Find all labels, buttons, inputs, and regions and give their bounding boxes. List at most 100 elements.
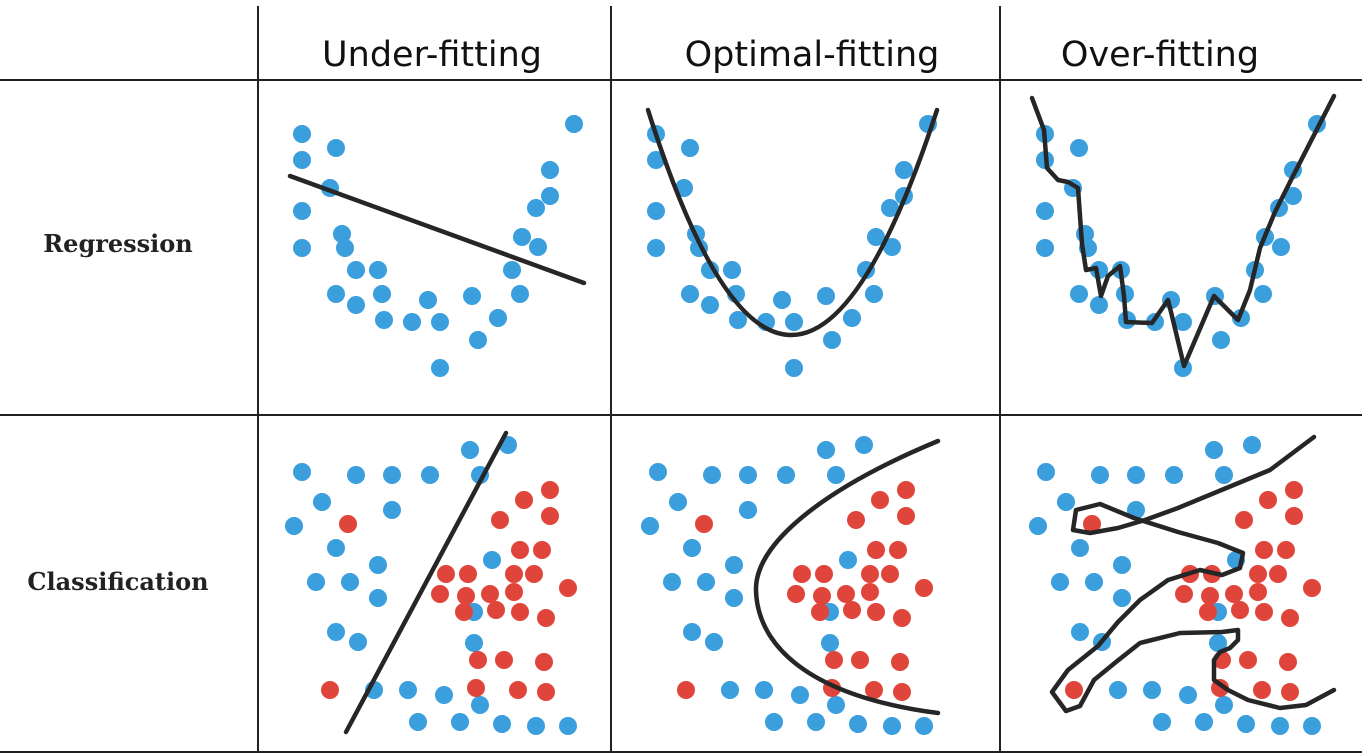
classification-optimal-red-point <box>881 565 899 583</box>
classification-over-blue-point <box>1215 466 1233 484</box>
classification-under-red-point <box>487 601 505 619</box>
classification-under-fitting-points <box>285 436 577 735</box>
regression-optimal-blue-point <box>823 331 841 349</box>
regression-over-blue-point <box>1036 239 1054 257</box>
regression-optimal-fitting-points <box>647 115 937 377</box>
classification-under-blue-point <box>349 633 367 651</box>
regression-under-blue-point <box>541 161 559 179</box>
classification-under-red-point <box>491 511 509 529</box>
classification-optimal-red-point <box>893 683 911 701</box>
classification-optimal-blue-point <box>669 493 687 511</box>
regression-under-blue-point <box>293 151 311 169</box>
regression-optimal-blue-point <box>675 179 693 197</box>
classification-over-blue-point <box>1051 573 1069 591</box>
classification-under-blue-point <box>435 686 453 704</box>
regression-optimal-blue-point <box>681 139 699 157</box>
regression-optimal-blue-point <box>867 228 885 246</box>
regression-optimal-blue-point <box>865 285 883 303</box>
classification-under-red-point <box>457 587 475 605</box>
classification-optimal-blue-point <box>725 589 743 607</box>
classification-over-blue-point <box>1209 634 1227 652</box>
classification-under-red-point <box>481 585 499 603</box>
classification-under-red-point <box>541 507 559 525</box>
column-header-optimal-fitting: Optimal-fitting <box>685 35 940 75</box>
regression-under-blue-point <box>369 261 387 279</box>
classification-optimal-blue-point <box>849 715 867 733</box>
regression-under-blue-point <box>511 285 529 303</box>
classification-optimal-blue-point <box>791 686 809 704</box>
regression-optimal-blue-point <box>883 238 901 256</box>
regression-optimal-blue-point <box>701 296 719 314</box>
classification-under-blue-point <box>483 551 501 569</box>
regression-over-blue-point <box>1174 313 1192 331</box>
regression-under-blue-point <box>503 261 521 279</box>
regression-under-fit-line <box>287 173 587 286</box>
classification-over-red-point <box>1279 653 1297 671</box>
classification-optimal-red-point <box>787 585 805 603</box>
classification-under-red-point <box>537 609 555 627</box>
classification-under-red-point <box>469 651 487 669</box>
classification-optimal-blue-point <box>827 466 845 484</box>
classification-under-red-point <box>467 679 485 697</box>
classification-over-blue-point <box>1037 463 1055 481</box>
classification-optimal-boundary-curve <box>753 438 941 716</box>
classification-over-red-point <box>1201 587 1219 605</box>
regression-under-blue-point <box>293 202 311 220</box>
classification-optimal-blue-point <box>649 463 667 481</box>
classification-optimal-red-point <box>847 511 865 529</box>
classification-optimal-red-point <box>815 565 833 583</box>
classification-optimal-blue-point <box>697 573 715 591</box>
regression-under-blue-point <box>293 125 311 143</box>
classification-under-red-point <box>459 565 477 583</box>
classification-optimal-red-point <box>891 653 909 671</box>
classification-under-red-point <box>533 541 551 559</box>
classification-under-red-point <box>455 603 473 621</box>
classification-optimal-blue-point <box>721 681 739 699</box>
classification-optimal-blue-point <box>765 713 783 731</box>
classification-under-blue-point <box>451 713 469 731</box>
classification-under-blue-point <box>327 623 345 641</box>
regression-under-blue-point <box>527 199 545 217</box>
classification-optimal-blue-point <box>821 634 839 652</box>
regression-under-blue-point <box>336 239 354 257</box>
regression-over-fit-curve <box>1029 93 1337 369</box>
regression-over-blue-point <box>1036 202 1054 220</box>
classification-under-blue-point <box>341 573 359 591</box>
classification-under-red-point <box>505 565 523 583</box>
classification-over-blue-point <box>1237 715 1255 733</box>
classification-over-red-point <box>1175 585 1193 603</box>
regression-over-blue-point <box>1254 285 1272 303</box>
classification-optimal-blue-point <box>777 466 795 484</box>
classification-under-blue-point <box>559 717 577 735</box>
classification-optimal-red-point <box>897 481 915 499</box>
row-header-classification: Classification <box>27 567 208 596</box>
classification-under-blue-point <box>461 441 479 459</box>
classification-optimal-red-point <box>871 491 889 509</box>
classification-under-blue-point <box>409 713 427 731</box>
classification-optimal-red-point <box>851 651 869 669</box>
classification-over-red-point <box>1255 603 1273 621</box>
classification-over-fitting-points <box>1029 436 1321 735</box>
classification-over-blue-point <box>1057 493 1075 511</box>
regression-under-blue-point <box>431 313 449 331</box>
regression-optimal-blue-point <box>647 239 665 257</box>
classification-optimal-red-point <box>811 603 829 621</box>
classification-under-blue-point <box>471 696 489 714</box>
classification-under-blue-point <box>383 501 401 519</box>
regression-optimal-blue-point <box>895 161 913 179</box>
classification-under-red-point <box>525 565 543 583</box>
regression-under-blue-point <box>333 225 351 243</box>
classification-optimal-red-point <box>837 585 855 603</box>
classification-optimal-red-point <box>893 609 911 627</box>
row-header-regression: Regression <box>43 229 193 258</box>
regression-optimal-blue-point <box>773 291 791 309</box>
regression-over-blue-point <box>1090 296 1108 314</box>
classification-over-red-point <box>1255 541 1273 559</box>
regression-under-blue-point <box>327 139 345 157</box>
regression-optimal-blue-point <box>723 261 741 279</box>
regression-under-blue-point <box>463 287 481 305</box>
classification-under-blue-point <box>421 466 439 484</box>
regression-under-fitting-points <box>293 115 583 377</box>
classification-under-blue-point <box>383 466 401 484</box>
